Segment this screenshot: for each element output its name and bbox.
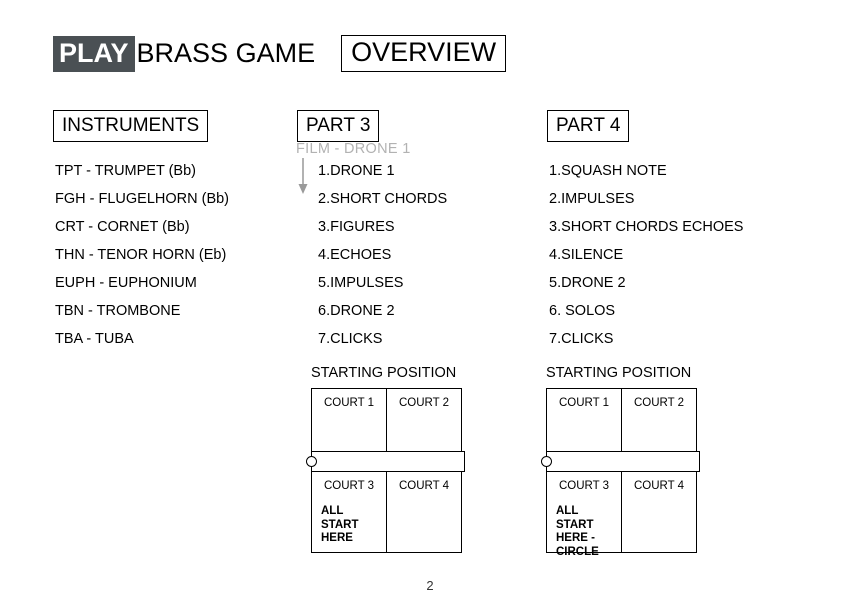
part4-item: 2.IMPULSES [549, 191, 635, 207]
part3-starting-position: STARTING POSITION COURT 1 COURT 2 COURT … [306, 365, 465, 553]
court-cell-2: COURT 2 [386, 388, 462, 452]
part4-item: 4.SILENCE [549, 247, 624, 263]
part4-heading: PART 4 [547, 110, 630, 142]
play-badge: PLAY [53, 35, 135, 72]
part3-list: 1.DRONE 1 2.SHORT CHORDS 3.FIGURES 4.ECHOES… [318, 164, 447, 360]
court-label: COURT 3 [558, 480, 610, 492]
down-arrow-icon [298, 158, 312, 194]
page-title: PLAY BRASS GAME OVERVIEW [53, 35, 507, 72]
court-cell-4: COURT 4 [386, 471, 462, 553]
court-label: COURT 2 [633, 397, 685, 409]
instruments-heading: INSTRUMENTS [53, 110, 209, 142]
instrument-item: TBN - TROMBONE [55, 303, 181, 319]
part4-item: 7.CLICKS [549, 331, 614, 347]
court-label: COURT 1 [558, 397, 610, 409]
page-number: 2 [426, 578, 434, 593]
part3-item: 6.DRONE 2 [318, 303, 395, 319]
part4-starting-position-label: STARTING POSITION [546, 365, 692, 381]
instrument-item: THN - TENOR HORN (Eb) [55, 247, 227, 263]
instrument-item: CRT - CORNET (Bb) [55, 219, 190, 235]
part4-item: 1.SQUASH NOTE [549, 163, 667, 179]
brass-game-title: BRASS GAME [136, 38, 316, 68]
instrument-item: TPT - TRUMPET (Bb) [55, 163, 196, 179]
instruments-list: TPT - TRUMPET (Bb) FGH - FLUGELHORN (Bb) C… [55, 164, 229, 360]
part3-item: 1.DRONE 1 [318, 163, 395, 179]
part3-heading: PART 3 [297, 110, 380, 142]
court-label: COURT 1 [323, 397, 375, 409]
court-label: COURT 2 [398, 397, 450, 409]
part3-item: 2.SHORT CHORDS [318, 191, 448, 207]
court-cell-1: COURT 1 [311, 388, 387, 452]
part4-item: 3.SHORT CHORDS ECHOES [549, 219, 744, 235]
court-mid-band [306, 451, 465, 472]
part3-item: 5.IMPULSES [318, 275, 404, 291]
part4-list: 1.SQUASH NOTE 2.IMPULSES 3.SHORT CHORDS EC… [549, 164, 743, 360]
overview-label-box: OVERVIEW [341, 35, 507, 72]
part3-starting-position-label: STARTING POSITION [311, 365, 457, 381]
part3-item: 7.CLICKS [318, 331, 383, 347]
instrument-item: TBA - TUBA [55, 331, 134, 347]
court-cell-4: COURT 4 [621, 471, 697, 553]
instrument-item: EUPH - EUPHONIUM [55, 275, 197, 291]
part4-item: 6. SOLOS [549, 303, 616, 319]
court-cell-1: COURT 1 [546, 388, 622, 452]
court-label: COURT 4 [633, 480, 685, 492]
circle-marker-icon [541, 456, 552, 467]
circle-marker-icon [306, 456, 317, 467]
part3-film-label: FILM - DRONE 1 [296, 141, 411, 157]
court-mid-band [541, 451, 700, 472]
court-cell-2: COURT 2 [621, 388, 697, 452]
court-label: COURT 3 [323, 480, 375, 492]
part3-item: 3.FIGURES [318, 219, 395, 235]
part4-starting-position: STARTING POSITION COURT 1 COURT 2 COURT … [541, 365, 700, 558]
instrument-item: FGH - FLUGELHORN (Bb) [55, 191, 230, 207]
court-label: COURT 4 [398, 480, 450, 492]
part4-item: 5.DRONE 2 [549, 275, 626, 291]
part3-item: 4.ECHOES [318, 247, 392, 263]
